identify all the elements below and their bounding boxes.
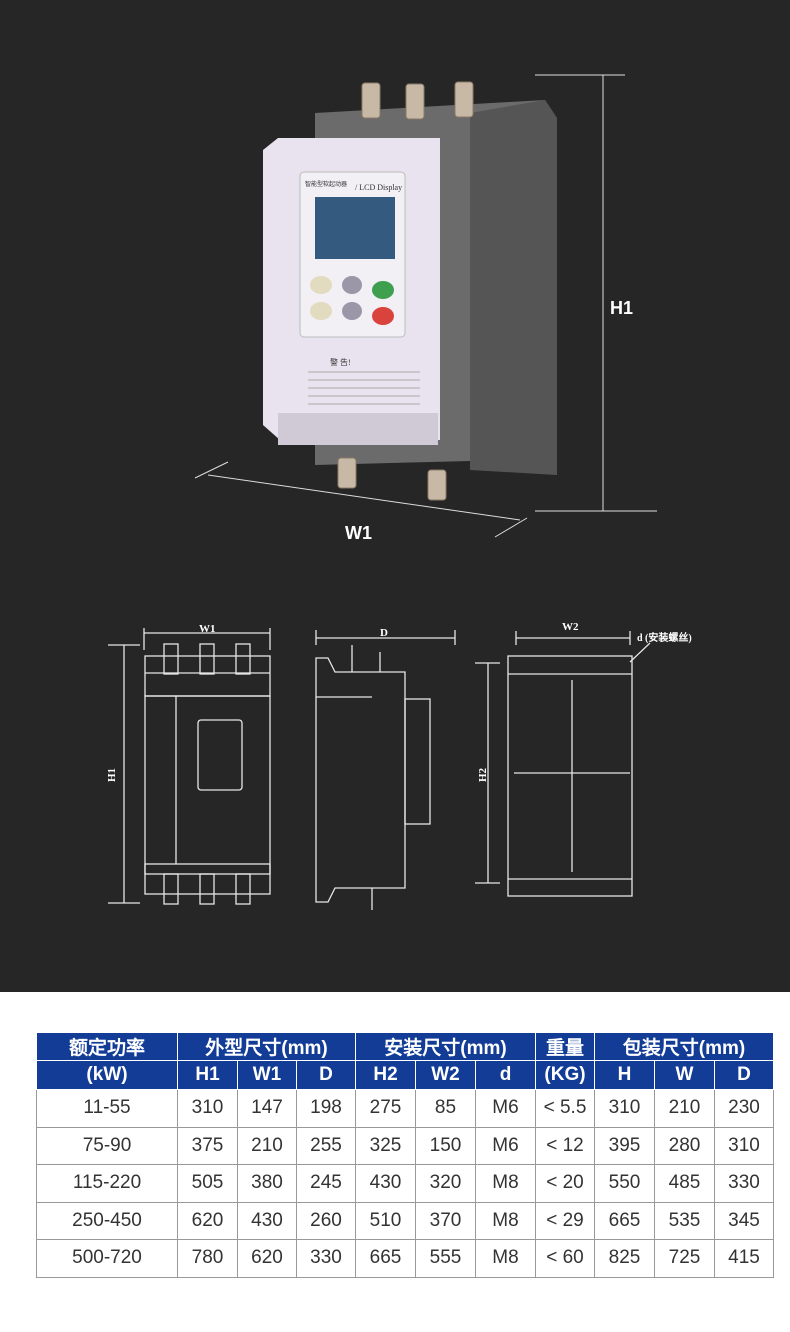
front-height-label: H1 [106,768,118,782]
table-cell: 245 [296,1164,356,1203]
product-photo: 智能型软起动器/ LCD Display 警 告! W1 H1 D W2 H2 … [106,74,692,910]
table-cell: < 5.5 [535,1089,595,1128]
table-cell: 555 [415,1239,476,1278]
table-cell: 500-720 [36,1239,178,1278]
table-cell: 780 [177,1239,238,1278]
table-cell: 375 [177,1126,238,1165]
product-showcase: 智能型软起动器/ LCD Display 警 告! W1 H1 D W2 H2 … [0,0,790,992]
table-cell: M8 [475,1239,536,1278]
table-cell: 310 [714,1126,774,1165]
screw-label: d (安装螺丝) [637,631,692,644]
table-cell: 665 [355,1239,416,1278]
spec-table: 额定功率 外型尺寸(mm) 安装尺寸(mm) 重量 包装尺寸(mm) (kW) … [36,1032,774,1278]
table-cell: 325 [355,1126,416,1165]
subheader: W2 [415,1060,476,1090]
table-cell: < 29 [535,1201,595,1240]
table-cell: 330 [296,1239,356,1278]
table-cell: 825 [594,1239,655,1278]
subheader: D [296,1060,356,1090]
table-cell: 310 [177,1089,238,1128]
subheader: W1 [237,1060,297,1090]
header-install: 安装尺寸(mm) [355,1032,536,1061]
subheader: H [594,1060,655,1090]
subheader: H1 [177,1060,238,1090]
table-cell: 380 [237,1164,297,1203]
table-cell: 230 [714,1089,774,1128]
mount-width-label: W2 [562,621,579,633]
table-cell: 505 [177,1164,238,1203]
subheader: D [714,1060,774,1090]
table-cell: 430 [237,1201,297,1240]
header-outer: 外型尺寸(mm) [177,1032,356,1061]
table-cell: M8 [475,1164,536,1203]
warning-title: 警 告! [330,357,351,367]
table-cell: 150 [415,1126,476,1165]
table-cell: 320 [415,1164,476,1203]
table-cell: 415 [714,1239,774,1278]
panel-subtitle: / LCD Display [355,183,402,192]
table-cell: 115-220 [36,1164,178,1203]
table-cell: 725 [654,1239,715,1278]
table-cell: 250-450 [36,1201,178,1240]
header-weight-unit: (KG) [535,1060,595,1090]
table-cell: 210 [237,1126,297,1165]
side-depth-label: D [380,627,388,639]
panel-title: 智能型软起动器 [305,180,347,188]
table-cell: 620 [237,1239,297,1278]
table-cell: 85 [415,1089,476,1128]
table-cell: 665 [594,1201,655,1240]
photo-height-label: H1 [610,298,634,318]
table-cell: 260 [296,1201,356,1240]
table-cell: < 20 [535,1164,595,1203]
header-weight: 重量 [535,1032,595,1061]
table-cell: 485 [654,1164,715,1203]
table-cell: 275 [355,1089,416,1128]
table-cell: 550 [594,1164,655,1203]
table-cell: 345 [714,1201,774,1240]
table-cell: M6 [475,1126,536,1165]
subheader: d [475,1060,536,1090]
table-cell: 330 [714,1164,774,1203]
table-cell: 11-55 [36,1089,178,1128]
subheader: H2 [355,1060,416,1090]
table-cell: 210 [654,1089,715,1128]
table-cell: 370 [415,1201,476,1240]
table-cell: M6 [475,1089,536,1128]
table-cell: 147 [237,1089,297,1128]
table-cell: 535 [654,1201,715,1240]
table-cell: 430 [355,1164,416,1203]
table-cell: < 12 [535,1126,595,1165]
table-cell: 198 [296,1089,356,1128]
table-cell: < 60 [535,1239,595,1278]
header-power-unit: (kW) [36,1060,178,1090]
table-cell: 395 [594,1126,655,1165]
table-cell: 280 [654,1126,715,1165]
table-cell: 510 [355,1201,416,1240]
table-cell: 310 [594,1089,655,1128]
header-package: 包装尺寸(mm) [594,1032,774,1061]
header-power: 额定功率 [36,1032,178,1061]
subheader: W [654,1060,715,1090]
photo-width-label: W1 [345,523,372,543]
table-cell: M8 [475,1201,536,1240]
table-cell: 255 [296,1126,356,1165]
mount-height-label: H2 [477,767,489,782]
front-width-label: W1 [199,623,216,635]
table-cell: 620 [177,1201,238,1240]
table-cell: 75-90 [36,1126,178,1165]
